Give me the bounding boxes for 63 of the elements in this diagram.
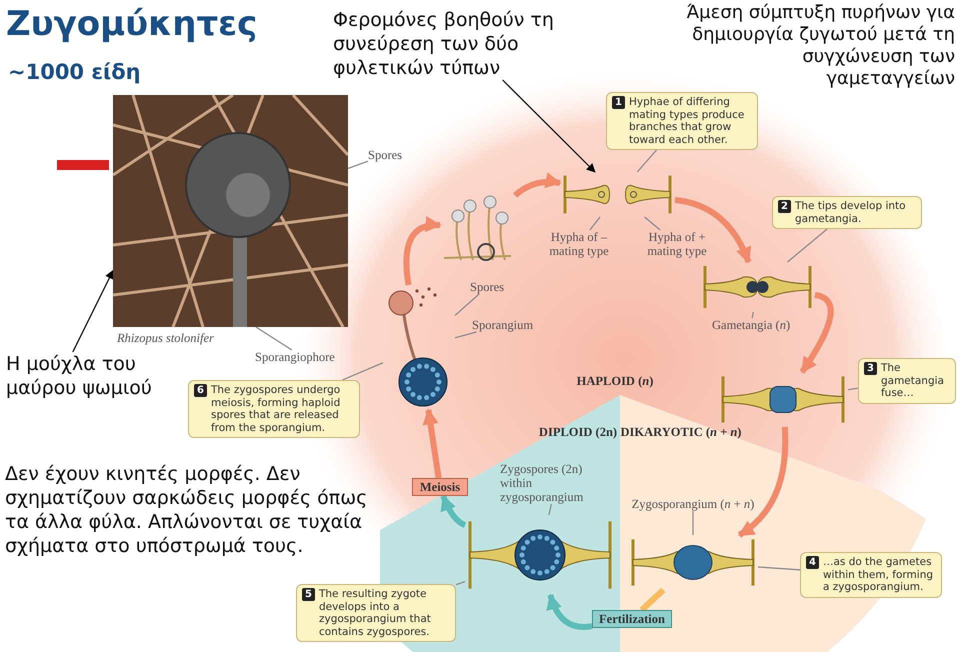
phase-label: DIKARYOTIC (n + n) xyxy=(620,425,742,439)
callout-box xyxy=(772,196,922,229)
leader-line xyxy=(752,312,754,318)
annotation-text: Η μούχλα του μαύρου ψωμιού xyxy=(6,352,156,400)
leader-line xyxy=(454,294,480,316)
part-label: Hypha of – mating type xyxy=(540,230,618,258)
cycle-arrow xyxy=(513,172,562,198)
leader-line xyxy=(636,150,657,172)
part-label: Gametangia (n) xyxy=(712,318,790,332)
callout-text: The resulting zygote develops into a zygosporangium that contains zygospores. xyxy=(318,588,432,638)
cycle-arrow xyxy=(440,494,466,528)
part-label: Hypha of + mating type xyxy=(638,230,716,258)
step-number: 5 xyxy=(302,588,315,601)
pointer-arrow xyxy=(502,80,596,173)
cycle-arrow xyxy=(674,197,752,264)
callout-text: …as do the gametes within them, forming a zygosporangium. xyxy=(822,556,934,594)
callout-box xyxy=(858,358,956,404)
step-number: 2 xyxy=(778,200,791,213)
callout-box xyxy=(800,552,942,598)
leader-line xyxy=(342,362,384,381)
leader-line xyxy=(548,504,552,516)
part-label: Sporangiophore xyxy=(255,350,335,364)
callout-text: The zygospores undergo meiosis, forming haploid spores that are released from the sporangium. xyxy=(210,384,342,434)
photo-caption: Rhizopus stolonifer xyxy=(117,331,214,345)
part-label: Zygosporangium (n + n) xyxy=(628,497,758,511)
description-text: Δεν έχουν κινητές μορφές. Δεν σχηματίζουν σαρκώδεις μορφές όπως τα άλλα φύλα. Απλώνονται σε τυχαία σχήματα στο υπόστρωμά τους. xyxy=(5,462,368,558)
part-label: Spores xyxy=(368,148,402,162)
leader-line xyxy=(758,566,800,570)
phase-label: DIPLOID (2n) xyxy=(538,425,618,439)
annotation-text: Φερομόνες βοηθούν τη συνεύρεση των δύο φυλετικών τύπων xyxy=(333,8,600,80)
step-number: 6 xyxy=(194,384,207,397)
callout-box xyxy=(188,380,360,438)
callout-text: The tips develop into gametangia. xyxy=(794,200,907,225)
step-number: 3 xyxy=(864,362,877,375)
annotation-text: Άμεση σύμπτυξη πυρήνων για δημιουργία ζυγωτού μετά τη συγχώνευση των γαμεταγγείων xyxy=(686,2,955,90)
leader-line xyxy=(848,388,858,390)
cycle-arrow xyxy=(546,593,592,630)
callout-text: The gametangia fuse… xyxy=(880,362,945,400)
leader-line xyxy=(454,331,477,338)
part-label: Zygospores (2n) within zygosporangium xyxy=(500,462,612,504)
leader-line xyxy=(256,326,292,350)
step-number: 4 xyxy=(806,556,819,569)
cycle-arrow xyxy=(422,408,442,478)
leader-line xyxy=(589,216,600,230)
stage-label: Meiosis xyxy=(412,478,468,496)
part-label: Spores xyxy=(470,280,504,294)
leader-line xyxy=(348,160,368,169)
title: Ζυγομύκητες xyxy=(6,4,258,44)
leader-line xyxy=(456,580,466,586)
cycle-arrow xyxy=(738,426,788,538)
part-label: Sporangium xyxy=(472,318,534,332)
callout-text: Hyphae of differing mating types produce branches that grow toward each other. xyxy=(628,96,746,146)
stage-label: Fertilization xyxy=(592,610,672,628)
leader-line xyxy=(644,216,661,230)
callout-box xyxy=(606,92,758,150)
phase-label: HAPLOID (n) xyxy=(576,374,654,388)
callout-box xyxy=(296,584,456,642)
step-number: 1 xyxy=(612,96,625,109)
leader-line xyxy=(787,228,828,262)
pointer-arrow xyxy=(72,270,114,352)
leader-line xyxy=(692,511,694,535)
species-count: ~1000 είδη xyxy=(8,60,141,84)
cycle-arrow xyxy=(404,217,442,286)
